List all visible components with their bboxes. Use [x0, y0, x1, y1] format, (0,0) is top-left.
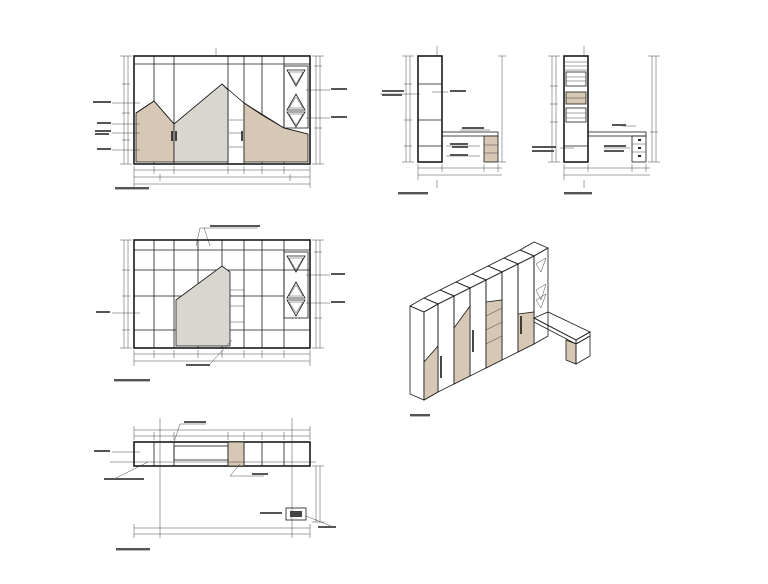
side-elevation-c	[532, 46, 660, 195]
side-elevation-b	[380, 46, 506, 195]
isometric-view	[409, 241, 591, 417]
plan-view	[94, 418, 337, 551]
front-elevation-d	[96, 225, 345, 382]
front-elevation-a	[93, 48, 347, 190]
